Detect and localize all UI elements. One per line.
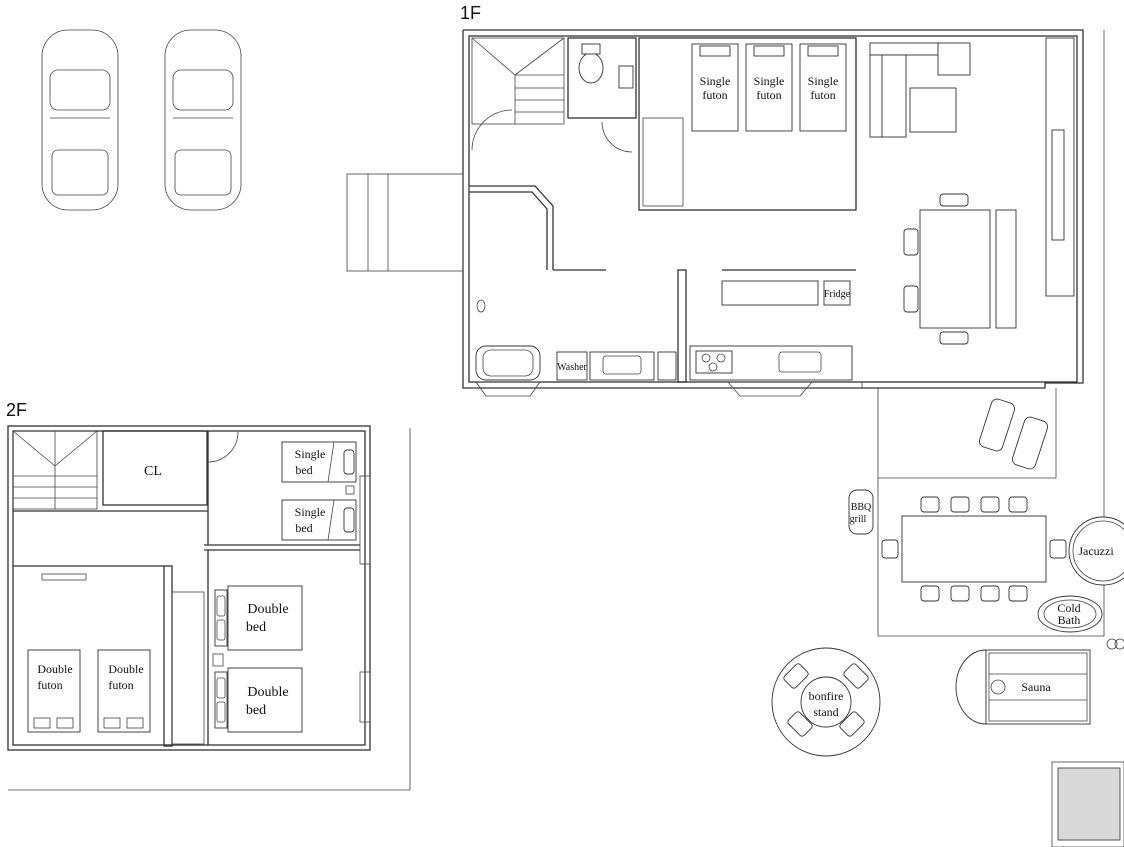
room-label: futon [37,678,62,692]
room-label: Double [247,602,288,617]
sofa [869,42,971,138]
room-label: Double [108,662,143,676]
double-futon-b: Double futon [97,649,151,733]
car-icon [41,29,119,211]
double-futon-a: Double futon [27,649,81,733]
room-label: bed [295,463,312,477]
fridge-label: Fridge [824,289,851,300]
first-floor: Single futon Single futon Single futon [346,29,1084,397]
stairs-1f [471,37,565,151]
room-label: bed [246,703,266,718]
double-bed-a: Double bed [214,585,303,651]
lounger-icon [1011,416,1049,470]
outdoor-dining-table [881,496,1067,602]
room-label: Single [295,447,326,461]
single-bed-b: Single bed [281,499,357,541]
single-futon-b: Single futon [745,43,793,132]
room-label: Single [754,74,785,88]
sauna-porch [955,649,987,725]
cold-bath [1037,595,1103,633]
room-label: futon [702,88,727,102]
room-label: Single [808,74,839,88]
outdoor-area: BBQ grill Jacuzzi Cold Bath [771,30,1124,847]
room-label: Double [247,685,288,700]
toilet-icon [578,52,604,84]
cold-bath-label: Cold [1057,601,1080,615]
double-bed-b: Double bed [214,667,303,733]
jacuzzi [1068,516,1124,586]
bbq-label: grill [850,514,867,525]
room-label: Single [295,505,326,519]
dining-table-1f [903,193,1017,345]
bbq-label: BBQ [851,502,872,513]
room-label: bed [295,521,312,535]
bbq-grill [848,489,874,535]
bonfire-label: stand [813,705,838,719]
sink-icon [778,351,822,373]
room-label: futon [810,88,835,102]
room-label: futon [756,88,781,102]
room-label: futon [108,678,133,692]
closet [102,430,208,506]
lounger-icon [978,398,1016,452]
room-label: Double [37,662,72,676]
car-icon [164,29,242,211]
stairs-2f [12,430,98,510]
coffee-table [909,87,957,133]
single-bed-a: Single bed [281,441,357,483]
parking-cars [41,29,242,211]
washer-label: Washer [557,362,587,373]
sauna [985,649,1091,725]
closet-label: CL [144,464,162,479]
second-floor: CL Single bed Single bed [7,425,411,791]
bathtub [475,345,541,381]
cold-bath-label: Bath [1058,613,1081,627]
room-label: bed [246,620,266,635]
floor-label-1f: 1F [460,3,481,23]
jacuzzi-label: Jacuzzi [1078,544,1114,558]
stove-icon [695,350,733,374]
bonfire-label: bonfire [809,689,844,703]
single-futon-c: Single futon [799,43,847,132]
room-label: Single [700,74,731,88]
single-futon-a: Single futon [691,43,739,132]
sauna-label: Sauna [1021,680,1051,694]
floor-label-2f: 2F [6,400,27,420]
storage-block [1057,767,1121,841]
